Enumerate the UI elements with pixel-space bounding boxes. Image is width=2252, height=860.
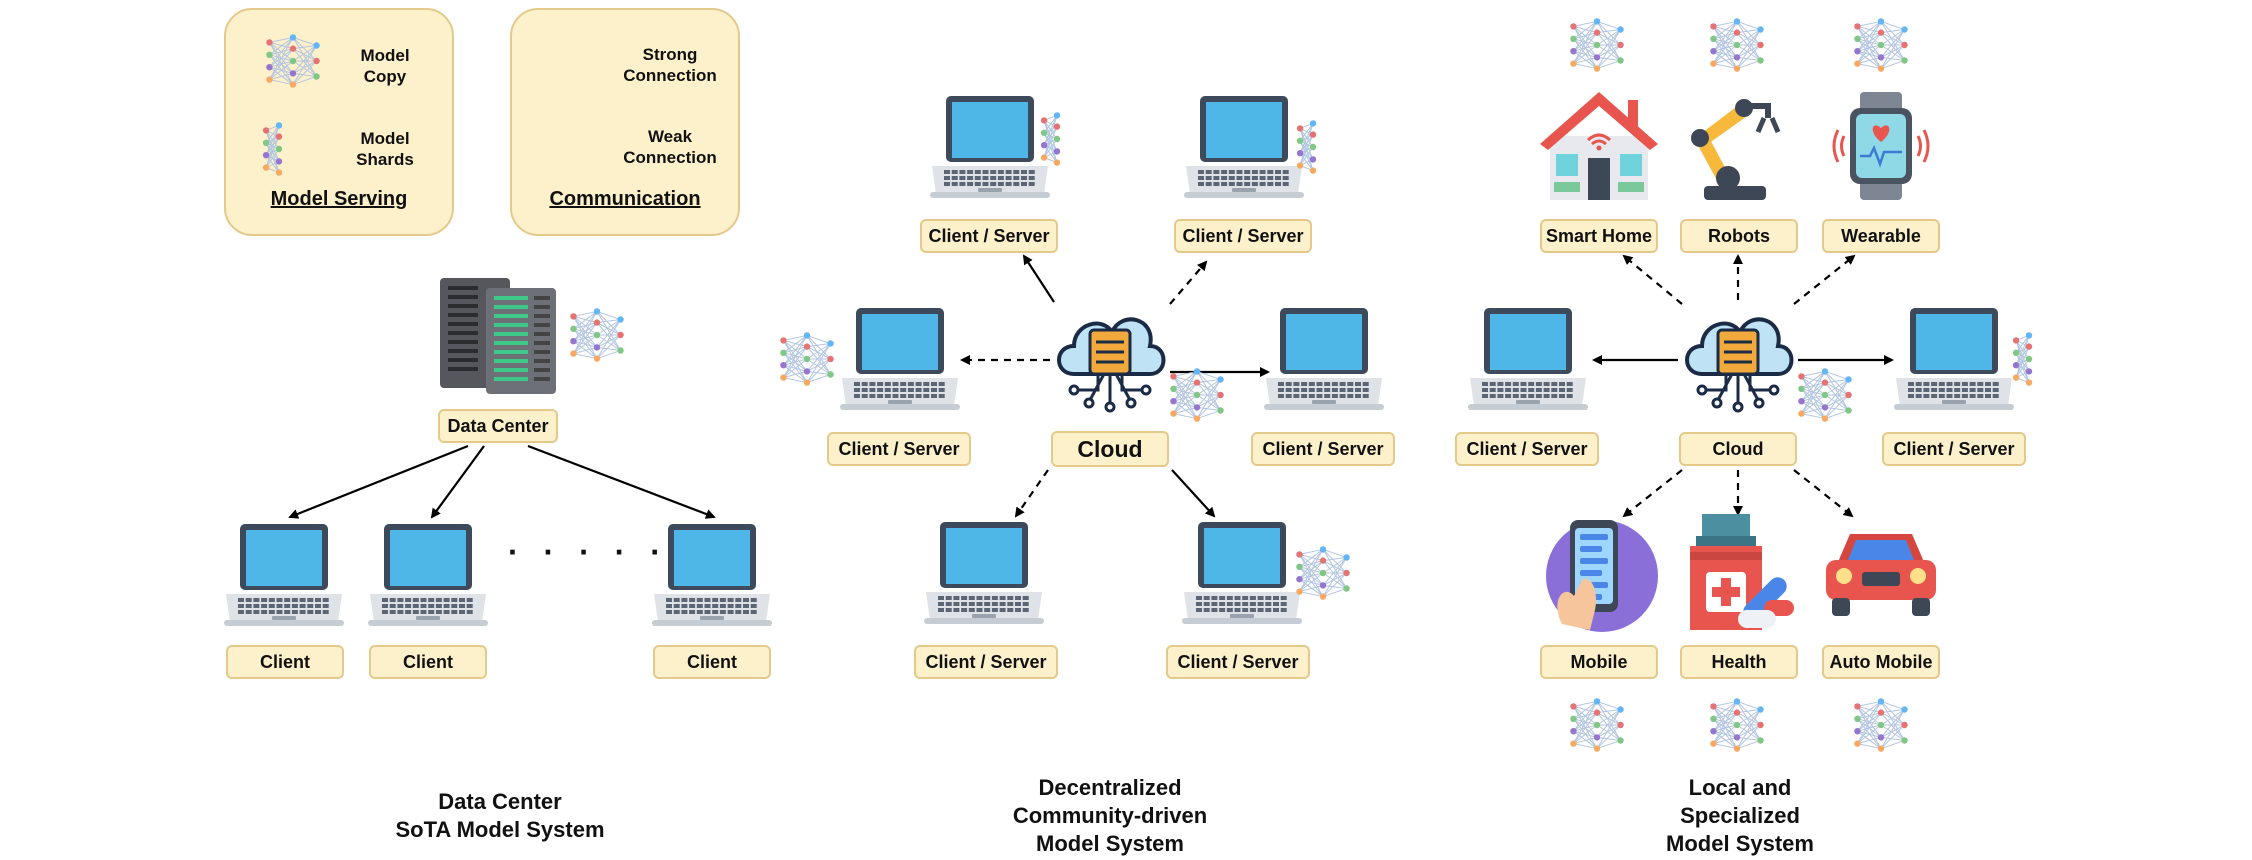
client-server-label: Client / Server	[1882, 432, 2026, 466]
client-server-label: Client / Server	[914, 645, 1058, 679]
client-server-label: Client / Server	[1174, 219, 1312, 253]
panel2-caption: Decentralized Community-driven Model Sys…	[1012, 775, 1208, 856]
neural-network-icon	[776, 328, 838, 390]
weak-connection-arrow	[1793, 469, 1854, 518]
client-server-label: Client / Server	[1251, 432, 1395, 466]
strong-connection-arrow	[288, 444, 469, 519]
laptop-icon	[1262, 304, 1386, 412]
health-kit-icon	[1678, 512, 1800, 634]
laptop-icon	[928, 92, 1052, 200]
cloud-server-icon	[1678, 300, 1798, 418]
strong-connection-arrow	[1171, 469, 1216, 518]
legend-strong-connection-label: Strong Connection	[623, 45, 717, 85]
cloud-hub-label: Cloud	[1679, 432, 1797, 466]
car-icon	[1820, 524, 1942, 624]
client-server-label: Client / Server	[827, 432, 971, 466]
neural-network-shard-icon	[262, 118, 296, 180]
strong-connection-arrow	[1022, 254, 1055, 303]
neural-network-icon	[1166, 364, 1228, 426]
cloud-server-icon	[1050, 300, 1170, 418]
neural-network-icon	[1850, 14, 1912, 76]
more-clients-ellipsis: · · · · ·	[508, 534, 669, 570]
neural-network-shard-icon	[1040, 108, 1074, 170]
datacenter-rack-icon	[438, 276, 558, 396]
neural-network-icon	[1794, 364, 1856, 426]
client-server-label: Client / Server	[1455, 432, 1599, 466]
device-label-robots: Robots	[1680, 219, 1798, 253]
device-label-auto-mobile: Auto Mobile	[1822, 645, 1940, 679]
neural-network-shard-icon	[1296, 116, 1330, 178]
neural-network-icon	[1706, 694, 1768, 756]
neural-network-icon	[1850, 694, 1912, 756]
legend-model-copy-label: Model Copy	[360, 46, 410, 86]
panel1-caption: Data Center SoTA Model System	[395, 789, 605, 842]
weak-connection-arrow	[1793, 254, 1856, 305]
neural-network-icon	[566, 304, 628, 366]
strong-connection-arrow	[527, 444, 716, 519]
smartphone-icon	[1540, 514, 1658, 634]
weak-connection-arrow	[1014, 469, 1049, 518]
client-label: Client	[653, 645, 771, 679]
laptop-icon	[1892, 304, 2016, 412]
datacenter-hub-label: Data Center	[438, 409, 558, 443]
client-label: Client	[226, 645, 344, 679]
neural-network-icon	[1706, 14, 1768, 76]
legend-weak-connection-label: Weak Connection	[623, 127, 717, 167]
neural-network-icon	[1566, 14, 1628, 76]
laptop-icon	[650, 520, 774, 628]
device-label-health: Health	[1680, 645, 1798, 679]
legend-model-serving	[224, 8, 454, 236]
robot-arm-icon	[1684, 94, 1794, 202]
legend-model-shards-label: Model Shards	[356, 129, 414, 169]
laptop-icon	[1182, 92, 1306, 200]
legend-communication	[510, 8, 740, 236]
weak-connection-arrow	[1622, 254, 1683, 305]
laptop-icon	[222, 520, 346, 628]
weak-connection-arrow	[1622, 469, 1683, 518]
laptop-icon	[1180, 518, 1304, 626]
client-server-label: Client / Server	[920, 219, 1058, 253]
smartwatch-icon	[1824, 90, 1938, 202]
neural-network-icon	[1566, 694, 1628, 756]
laptop-icon	[922, 518, 1046, 626]
smart-home-icon	[1538, 86, 1660, 202]
neural-network-icon	[1292, 542, 1354, 604]
client-server-label: Client / Server	[1166, 645, 1310, 679]
laptop-icon	[1466, 304, 1590, 412]
legend-model-serving-title: Model Serving	[270, 188, 408, 210]
cloud-hub-label: Cloud	[1051, 431, 1169, 467]
strong-connection-arrow	[430, 445, 485, 519]
neural-network-icon	[262, 30, 324, 92]
panel3-caption: Local and Specialized Model System	[1666, 775, 1814, 856]
client-label: Client	[369, 645, 487, 679]
legend-communication-title: Communication	[549, 188, 701, 210]
neural-network-shard-icon	[2012, 328, 2046, 390]
weak-connection-arrow	[1169, 260, 1208, 305]
device-label-mobile: Mobile	[1540, 645, 1658, 679]
laptop-icon	[838, 304, 962, 412]
laptop-icon	[366, 520, 490, 628]
device-label-smart-home: Smart Home	[1540, 219, 1658, 253]
device-label-wearable: Wearable	[1822, 219, 1940, 253]
